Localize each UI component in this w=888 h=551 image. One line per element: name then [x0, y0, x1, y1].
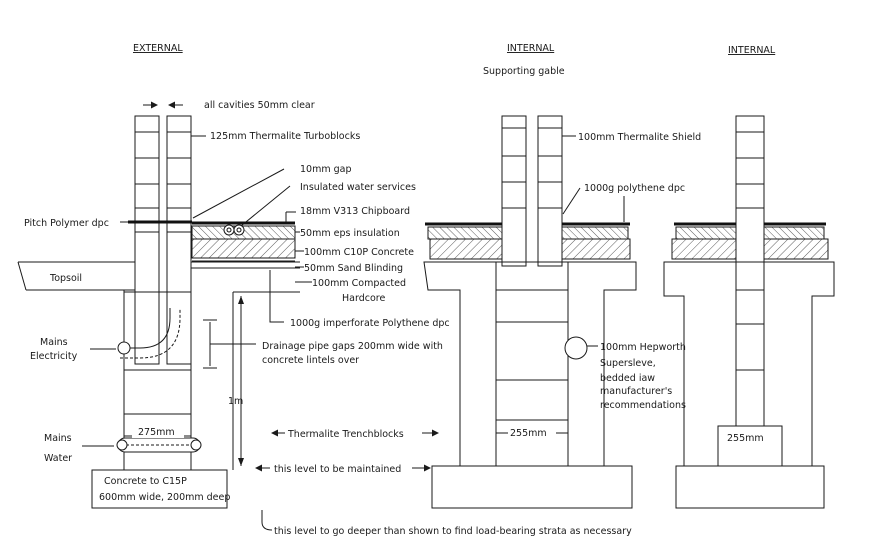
drainage-gap-bracket — [203, 319, 256, 369]
label-polythene-1000g: 1000g polythene dpc — [584, 183, 685, 194]
level-maintained-callout: this level to be maintained — [255, 464, 431, 475]
label-eps-insulation: 50mm eps insulation — [300, 228, 400, 239]
label-pitch-polymer-dpc: Pitch Polymer dpc — [24, 218, 109, 229]
label-water-services: Insulated water services — [300, 182, 416, 193]
label-hepworth-5: recommendations — [600, 400, 686, 411]
label-hepworth-2: Supersleve, — [600, 358, 656, 369]
label-level-maintained: this level to be maintained — [274, 464, 401, 475]
label-sand-blinding: 50mm Sand Blinding — [304, 263, 403, 274]
label-drainage-1: Drainage pipe gaps 200mm wide with — [262, 341, 443, 352]
label-drainage-2: concrete lintels over — [262, 355, 359, 366]
label-mains-electricity-2: Electricity — [30, 351, 78, 362]
label-level-deeper: this level to go deeper than shown to fi… — [274, 526, 632, 537]
label-mains-electricity-1: Mains — [40, 337, 68, 348]
label-turboblocks: 125mm Thermalite Turboblocks — [210, 131, 360, 142]
label-concrete-spec-1: Concrete to C15P — [104, 476, 187, 487]
label-thermalite-shield: 100mm Thermalite Shield — [578, 132, 701, 143]
mains-water-duct — [116, 437, 202, 453]
label-hepworth-3: bedded iaw — [600, 373, 655, 384]
label-trenchblocks: Thermalite Trenchblocks — [287, 429, 404, 440]
internal-section: 255mm — [663, 115, 835, 509]
outer-wall-leaf — [134, 115, 160, 365]
label-width-255-gable: 255mm — [510, 428, 547, 439]
depth-dimension — [238, 296, 244, 466]
floor-buildup-external — [191, 221, 296, 262]
label-hepworth-4: manufacturer's — [600, 386, 672, 397]
external-section: all cavities 50mm clear 125mm Thermalite… — [17, 100, 450, 509]
label-hepworth-1: 100mm Hepworth — [600, 342, 686, 353]
trenchblocks-callout: Thermalite Trenchblocks — [271, 429, 439, 440]
mains-electricity-duct — [117, 308, 181, 359]
label-depth-1m: 1m — [228, 396, 243, 407]
label-cavities: all cavities 50mm clear — [204, 100, 315, 111]
heading-external: EXTERNAL — [133, 43, 183, 54]
label-10mm-gap: 10mm gap — [300, 164, 352, 175]
label-width-275: 275mm — [138, 427, 175, 438]
label-chipboard: 18mm V313 Chipboard — [300, 206, 410, 217]
inner-wall-leaf — [166, 115, 192, 365]
label-concrete-spec-2: 600mm wide, 200mm deep — [99, 492, 230, 503]
label-mains-water-2: Water — [44, 453, 72, 464]
concrete-footing-external — [91, 469, 228, 509]
label-topsoil: Topsoil — [49, 273, 82, 284]
level-deeper-callout: this level to go deeper than shown to fi… — [261, 510, 632, 537]
label-polythene-dpc: 1000g imperforate Polythene dpc — [290, 318, 450, 329]
heading-internal: INTERNAL — [728, 45, 776, 56]
label-concrete: 100mm C10P Concrete — [304, 247, 414, 258]
internal-gable-section: 255mm — [423, 115, 637, 509]
label-mains-water-1: Mains — [44, 433, 72, 444]
heading-internal-gable-subtitle: Supporting gable — [483, 66, 565, 77]
label-hardcore-1: 100mm Compacted — [312, 278, 406, 289]
label-hardcore-2: Hardcore — [342, 293, 385, 304]
heading-internal-gable: INTERNAL — [507, 43, 555, 54]
label-width-255-internal: 255mm — [727, 433, 764, 444]
